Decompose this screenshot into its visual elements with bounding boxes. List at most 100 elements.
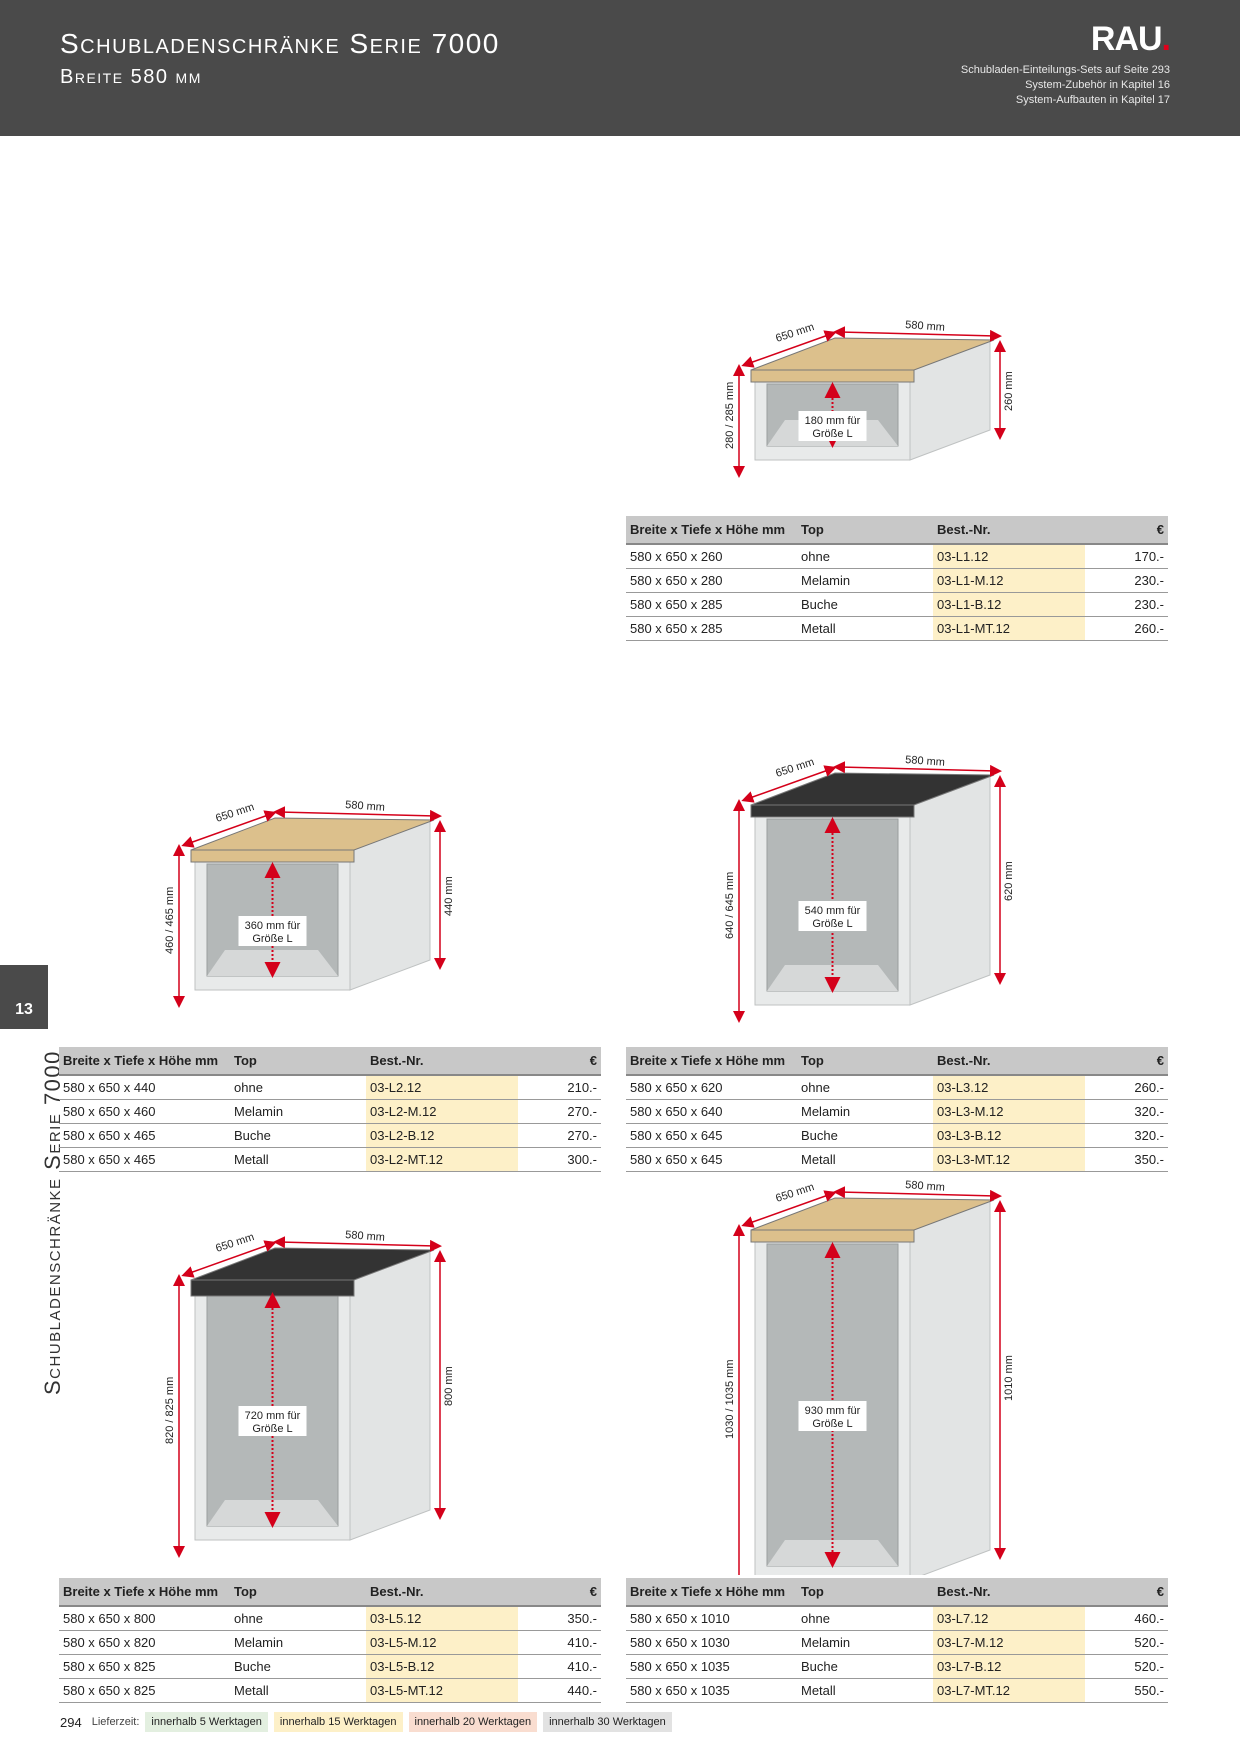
- cell-price: 260.-: [1085, 616, 1168, 641]
- cell-top: Buche: [797, 592, 933, 617]
- cell-top: Metall: [230, 1678, 366, 1703]
- cell-order-number: 03-L7.12: [933, 1606, 1085, 1631]
- cell-dims: 580 x 650 x 800: [59, 1606, 230, 1631]
- cell-order-number: 03-L5-M.12: [366, 1630, 518, 1655]
- cell-dims: 580 x 650 x 620: [626, 1075, 797, 1100]
- inner-height-label: 360 mm für: [245, 920, 301, 932]
- width-label: 580 mm: [345, 799, 385, 814]
- height-with-top-label: 460 / 465 mm: [164, 887, 176, 954]
- cell-order-number: 03-L1-MT.12: [933, 616, 1085, 641]
- cell-order-number: 03-L2-M.12: [366, 1099, 518, 1124]
- inner-size-label: Größe L: [252, 933, 292, 945]
- cell-top: ohne: [797, 544, 933, 569]
- width-label: 580 mm: [905, 319, 945, 334]
- cell-price: 460.-: [1085, 1606, 1168, 1631]
- cell-dims: 580 x 650 x 465: [59, 1123, 230, 1148]
- cell-order-number: 03-L7-B.12: [933, 1654, 1085, 1679]
- cell-dims: 580 x 650 x 1035: [626, 1678, 797, 1703]
- width-label: 580 mm: [905, 754, 945, 769]
- col-order-number: Best.-Nr.: [933, 1047, 1085, 1076]
- cell-price: 300.-: [518, 1147, 601, 1172]
- cell-dims: 580 x 650 x 280: [626, 568, 797, 593]
- delivery-label: Lieferzeit:: [91, 1716, 140, 1728]
- cell-dims: 580 x 650 x 460: [59, 1099, 230, 1124]
- col-dims: Breite x Tiefe x Höhe mm: [626, 1047, 797, 1076]
- cell-order-number: 03-L3-M.12: [933, 1099, 1085, 1124]
- cell-price: 170.-: [1085, 544, 1168, 569]
- cell-price: 210.-: [518, 1075, 601, 1100]
- cell-top: ohne: [797, 1075, 933, 1100]
- cell-top: Melamin: [230, 1099, 366, 1124]
- cell-dims: 580 x 650 x 825: [59, 1654, 230, 1679]
- cell-top: Melamin: [797, 1630, 933, 1655]
- cell-order-number: 03-L5-B.12: [366, 1654, 518, 1679]
- cell-price: 520.-: [1085, 1630, 1168, 1655]
- height-with-top-label: 280 / 285 mm: [724, 382, 736, 449]
- col-order-number: Best.-Nr.: [933, 1578, 1085, 1607]
- cell-price: 410.-: [518, 1654, 601, 1679]
- width-label: 580 mm: [905, 1179, 945, 1194]
- col-price: €: [518, 1578, 601, 1607]
- cell-price: 410.-: [518, 1630, 601, 1655]
- delivery-chip-30-days: innerhalb 30 Werktagen: [543, 1712, 672, 1732]
- cell-dims: 580 x 650 x 820: [59, 1630, 230, 1655]
- cell-price: 350.-: [518, 1606, 601, 1631]
- height-label: 620 mm: [1003, 861, 1015, 901]
- cell-order-number: 03-L2-MT.12: [366, 1147, 518, 1172]
- header-references: Schubladen-Einteilungs-Sets auf Seite 29…: [960, 64, 1170, 106]
- inner-size-label: Größe L: [252, 1423, 292, 1435]
- cell-order-number: 03-L3.12: [933, 1075, 1085, 1100]
- col-price: €: [1085, 1047, 1168, 1076]
- cell-dims: 580 x 650 x 285: [626, 616, 797, 641]
- cell-order-number: 03-L1.12: [933, 544, 1085, 569]
- cell-dims: 580 x 650 x 645: [626, 1123, 797, 1148]
- cell-dims: 580 x 650 x 1035: [626, 1654, 797, 1679]
- cell-top: Melamin: [797, 568, 933, 593]
- cell-price: 520.-: [1085, 1654, 1168, 1679]
- cell-top: Buche: [230, 1123, 366, 1148]
- col-price: €: [1085, 1578, 1168, 1607]
- height-with-top-label: 640 / 645 mm: [724, 872, 736, 939]
- col-top: Top: [797, 516, 933, 545]
- inner-height-label: 540 mm für: [805, 905, 861, 917]
- cell-price: 260.-: [1085, 1075, 1168, 1100]
- cell-top: Buche: [797, 1123, 933, 1148]
- cell-price: 230.-: [1085, 592, 1168, 617]
- page-subtitle: Breite 580 mm: [60, 66, 202, 88]
- cell-dims: 580 x 650 x 1030: [626, 1630, 797, 1655]
- col-order-number: Best.-Nr.: [366, 1578, 518, 1607]
- height-label: 440 mm: [443, 876, 455, 916]
- cell-dims: 580 x 650 x 1010: [626, 1606, 797, 1631]
- inner-size-label: Größe L: [812, 1418, 852, 1430]
- cell-top: Metall: [797, 616, 933, 641]
- cell-price: 230.-: [1085, 568, 1168, 593]
- inner-height-label: 930 mm für: [805, 1405, 861, 1417]
- inner-size-label: Größe L: [812, 918, 852, 930]
- inner-height-label: 720 mm für: [245, 1410, 301, 1422]
- cell-price: 270.-: [518, 1099, 601, 1124]
- col-top: Top: [797, 1047, 933, 1076]
- col-order-number: Best.-Nr.: [366, 1047, 518, 1076]
- cell-order-number: 03-L2.12: [366, 1075, 518, 1100]
- page-number: 294: [60, 1714, 82, 1730]
- cell-dims: 580 x 650 x 640: [626, 1099, 797, 1124]
